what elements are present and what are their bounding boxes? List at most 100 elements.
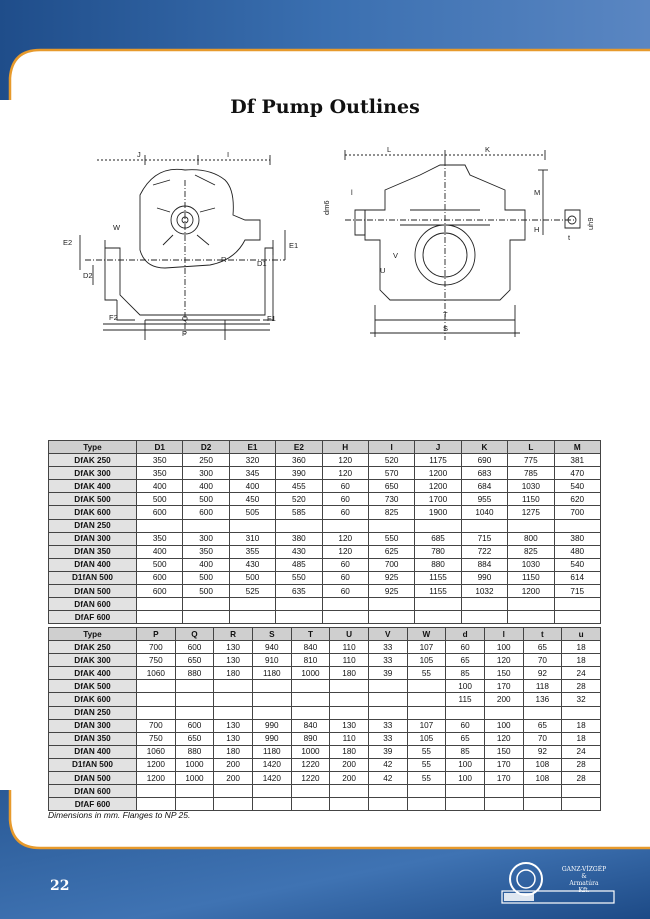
- value-cell: 650: [367, 479, 416, 494]
- value-cell: [182, 518, 230, 533]
- value-cell: 180: [329, 744, 369, 759]
- type-cell: DfAF 600: [48, 610, 137, 625]
- value-cell: [561, 705, 601, 720]
- page-title: Df Pump Outlines: [230, 96, 420, 118]
- value-cell: 60: [321, 557, 369, 572]
- value-cell: [367, 679, 408, 694]
- value-cell: 65: [445, 653, 485, 668]
- value-cell: [329, 705, 369, 720]
- value-cell: 120: [321, 531, 369, 546]
- table-row: DfAN 250: [48, 705, 601, 720]
- value-cell: 505: [228, 505, 277, 520]
- header-banner: [0, 0, 650, 100]
- side-view-drawing: [79, 155, 286, 340]
- value-cell: 614: [553, 570, 602, 586]
- type-cell: DfAK 400: [48, 666, 137, 681]
- value-cell: 1200: [414, 479, 462, 494]
- value-cell: [561, 784, 601, 799]
- value-cell: 990: [251, 718, 292, 733]
- value-cell: [251, 705, 292, 720]
- value-cell: 100: [445, 757, 485, 773]
- value-cell: [290, 784, 331, 799]
- value-cell: [507, 518, 555, 533]
- value-cell: 715: [460, 531, 509, 546]
- value-cell: 130: [213, 718, 253, 733]
- value-cell: 825: [507, 544, 555, 559]
- value-cell: [136, 797, 176, 812]
- column-header: S: [251, 626, 292, 642]
- value-cell: 890: [290, 731, 331, 746]
- value-cell: 33: [367, 718, 408, 733]
- value-cell: 800: [507, 531, 555, 546]
- value-cell: 120: [321, 453, 369, 468]
- value-cell: 880: [174, 666, 215, 681]
- value-cell: [174, 705, 215, 720]
- value-cell: 600: [135, 570, 184, 586]
- value-cell: [553, 597, 602, 612]
- value-cell: [321, 518, 369, 533]
- value-cell: 39: [367, 744, 408, 759]
- value-cell: 70: [522, 653, 563, 668]
- value-cell: 485: [275, 557, 323, 572]
- drawing-label: l: [351, 188, 353, 197]
- column-header: t: [522, 626, 563, 642]
- value-cell: 18: [561, 653, 601, 668]
- value-cell: 108: [522, 771, 563, 786]
- value-cell: 1060: [136, 666, 176, 681]
- type-cell: DfAK 300: [48, 466, 137, 481]
- type-cell: DfAN 400: [48, 744, 137, 759]
- value-cell: 525: [228, 584, 277, 599]
- value-cell: 200: [329, 757, 369, 773]
- value-cell: [522, 784, 563, 799]
- column-header: Q: [174, 626, 215, 642]
- type-cell: DfAN 250: [48, 705, 137, 720]
- value-cell: 310: [228, 531, 277, 546]
- value-cell: 880: [174, 744, 215, 759]
- value-cell: 1200: [414, 466, 462, 481]
- table-row: DfAN 600: [48, 784, 601, 799]
- value-cell: 28: [561, 757, 601, 773]
- value-cell: 170: [483, 771, 524, 786]
- value-cell: [228, 597, 277, 612]
- value-cell: 750: [136, 653, 176, 668]
- column-header: H: [321, 439, 369, 455]
- value-cell: 780: [414, 544, 462, 559]
- type-cell: DfAN 350: [48, 544, 137, 559]
- value-cell: 350: [135, 466, 184, 481]
- value-cell: 910: [251, 653, 292, 668]
- value-cell: 118: [522, 679, 563, 694]
- value-cell: [553, 610, 602, 625]
- value-cell: 60: [445, 718, 485, 733]
- drawing-label: W: [113, 223, 121, 232]
- value-cell: 200: [213, 757, 253, 773]
- value-cell: 500: [182, 584, 230, 599]
- value-cell: [329, 679, 369, 694]
- value-cell: 840: [290, 640, 331, 655]
- type-cell: DfAN 250: [48, 518, 137, 533]
- value-cell: 120: [321, 466, 369, 481]
- value-cell: 683: [460, 466, 509, 481]
- value-cell: 120: [483, 731, 524, 746]
- value-cell: 350: [135, 531, 184, 546]
- value-cell: [414, 610, 462, 625]
- drawing-label: E2: [63, 238, 72, 247]
- column-header: R: [213, 626, 253, 642]
- type-cell: D1fAN 500: [48, 757, 137, 773]
- value-cell: 880: [414, 557, 462, 572]
- value-cell: [367, 518, 416, 533]
- value-cell: 33: [367, 731, 408, 746]
- value-cell: [329, 797, 369, 812]
- value-cell: [367, 597, 416, 612]
- drawing-label: D1: [257, 259, 267, 268]
- value-cell: [367, 705, 408, 720]
- logo-line: Armatúra: [569, 880, 599, 887]
- end-view-drawing: [344, 150, 581, 340]
- value-cell: 500: [135, 557, 184, 572]
- value-cell: 55: [406, 666, 447, 681]
- column-header: u: [561, 626, 601, 642]
- value-cell: 715: [553, 584, 602, 599]
